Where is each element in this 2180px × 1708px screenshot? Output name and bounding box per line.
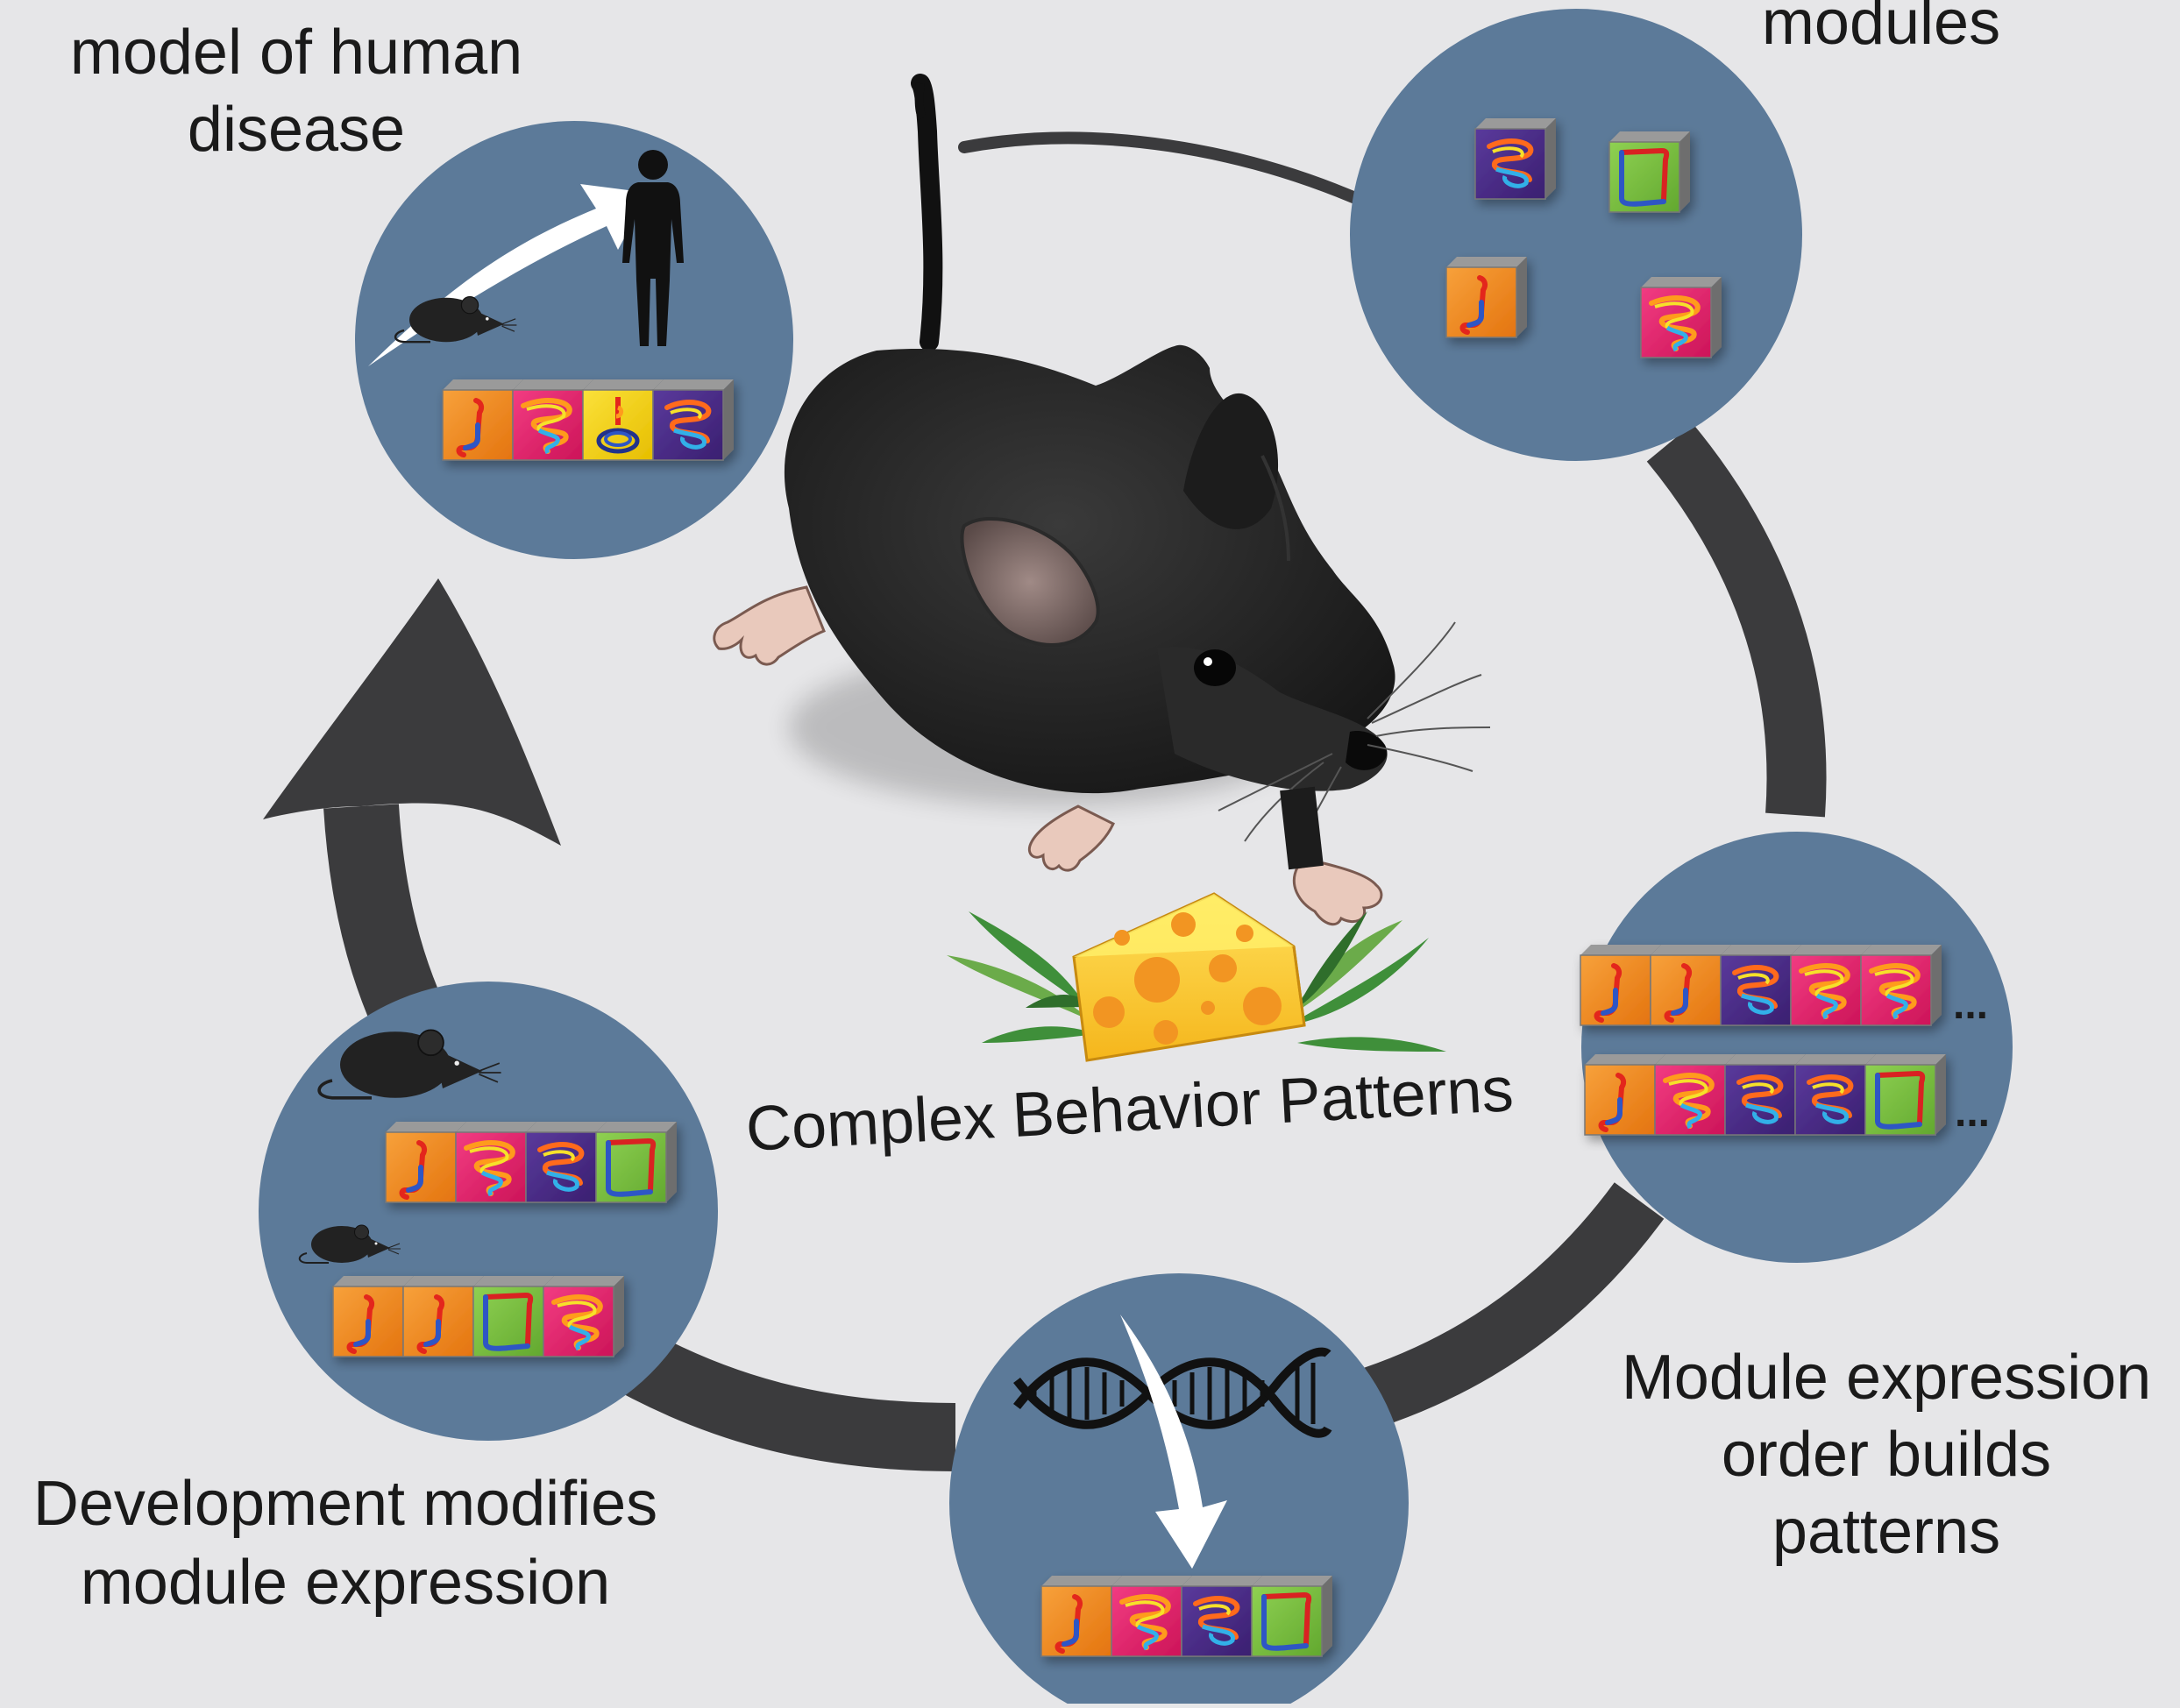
- module-row: [1041, 1576, 1332, 1656]
- mouse-paw-front-left: [1027, 804, 1115, 872]
- module-row-1: [386, 1122, 677, 1202]
- human-silhouette-icon: [622, 150, 684, 346]
- label-model-of-human-disease-line2: disease: [188, 95, 405, 165]
- mouse-ear: [960, 517, 1100, 647]
- mouse-paw-left: [713, 585, 826, 666]
- label-model-of-human-disease-line1: model of human: [70, 18, 522, 88]
- mouse-eye: [1194, 649, 1236, 686]
- node-development: [259, 982, 718, 1441]
- ellipsis-text: ...: [1955, 1089, 1990, 1136]
- label-module-expression-line3: patterns: [1772, 1497, 2000, 1567]
- mouse-paw-front-right: [1280, 786, 1383, 926]
- label-complex-behavior-patterns: Complex Behavior Patterns: [744, 1054, 1515, 1165]
- node-circle: [355, 121, 793, 559]
- ellipsis-text: ...: [1953, 982, 1988, 1028]
- label-module-expression-line2: order builds: [1722, 1420, 2051, 1490]
- label-module-expression-line1: Module expression: [1622, 1343, 2151, 1413]
- mouse-whiskers: [1218, 621, 1491, 860]
- cheese-icon: [1072, 892, 1306, 1062]
- grass-icon: [947, 911, 1446, 1052]
- module-row-2: [1585, 1054, 1946, 1135]
- node-module-expression-order: ... ...: [1580, 832, 2013, 1263]
- module-row: [443, 379, 734, 460]
- white-arrow-icon: [368, 184, 649, 366]
- module-row-1: [1580, 945, 1942, 1025]
- node-circle: [1350, 9, 1802, 461]
- label-development-line2: module expression: [81, 1548, 610, 1618]
- white-arrow-icon: [1120, 1315, 1227, 1569]
- module-row-2: [333, 1276, 624, 1357]
- node-genetics: [949, 1273, 1409, 1708]
- mouse-illustration: [713, 74, 1491, 926]
- node-modules: [1350, 9, 1802, 461]
- label-development-line1: Development modifies: [33, 1469, 657, 1539]
- node-circle: [1581, 832, 2013, 1263]
- node-model-of-human-disease: [355, 121, 793, 559]
- node-circle: [259, 982, 718, 1441]
- label-modules: modules: [1762, 0, 2000, 58]
- dna-helix-icon: [1013, 1347, 1332, 1438]
